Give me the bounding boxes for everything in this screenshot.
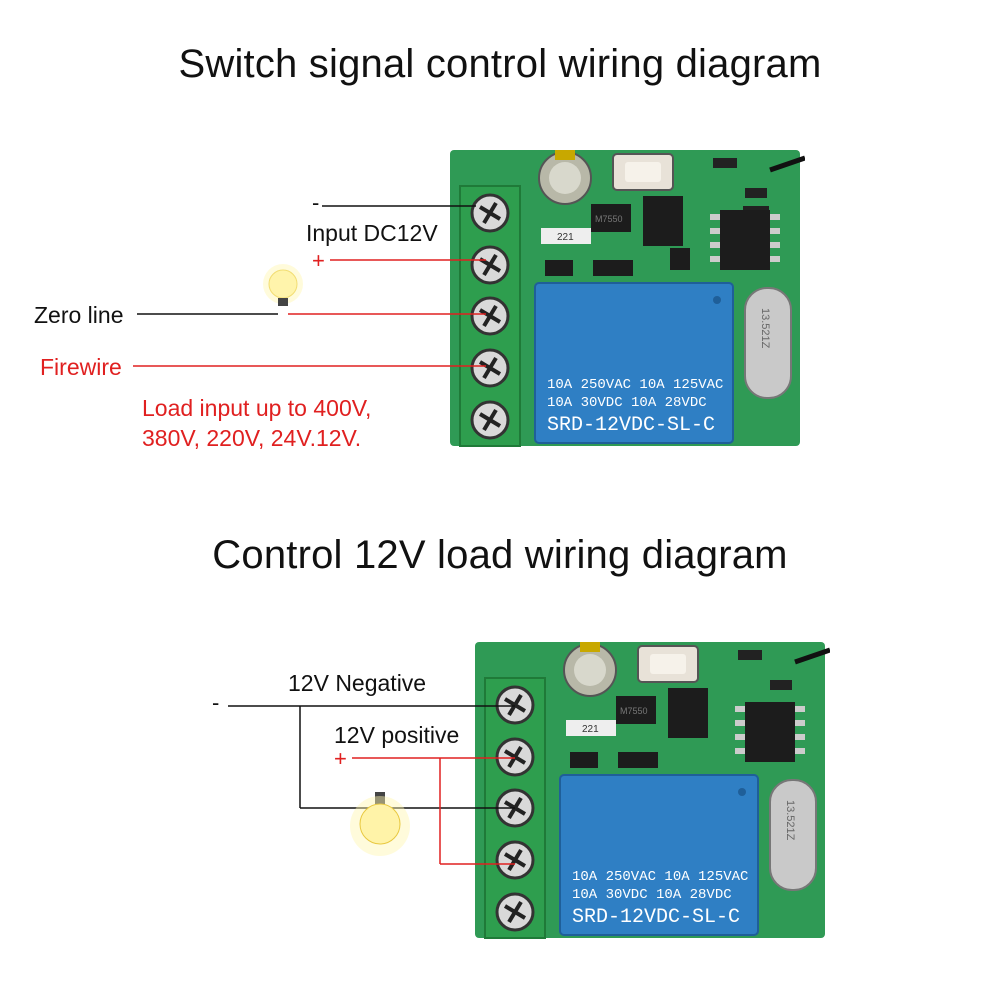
capacitor-top xyxy=(549,162,581,194)
relay-dot xyxy=(738,788,746,796)
resistor xyxy=(541,228,591,244)
transistor xyxy=(643,196,683,246)
negative-sign: - xyxy=(212,690,220,715)
regulator-chip xyxy=(616,696,656,724)
relay-model: SRD-12VDC-SL-C xyxy=(572,906,740,929)
regulator-chip xyxy=(591,204,631,232)
pair-button-cap xyxy=(650,654,686,674)
relay-rating-line1: 10A 250VAC 10A 125VAC xyxy=(572,869,748,885)
antenna-wire xyxy=(794,647,830,665)
load-note-line2: 380V, 220V, 24V.12V. xyxy=(142,425,362,451)
diode xyxy=(570,752,598,768)
pair-button-cap xyxy=(625,162,661,182)
negative-label: 12V Negative xyxy=(288,670,427,696)
relay xyxy=(534,282,734,444)
crystal-label: 13.521Z xyxy=(784,800,796,841)
zero-line-label: Zero line xyxy=(34,302,124,328)
relay-rating-line1: 10A 250VAC 10A 125VAC xyxy=(547,377,723,393)
relay-dot xyxy=(713,296,721,304)
diode xyxy=(545,260,573,276)
diagram2-title: Control 12V load wiring diagram xyxy=(212,533,788,577)
chip-label: M7550 xyxy=(595,214,623,224)
crystal-label: 13.521Z xyxy=(759,308,771,349)
input-negative-sign: - xyxy=(312,190,320,215)
ic-chip xyxy=(720,210,770,270)
positive-sign: + xyxy=(334,746,347,771)
smd-part xyxy=(670,248,690,270)
diode xyxy=(593,260,633,276)
light-bulb-icon xyxy=(350,792,410,856)
relay-rating-line2: 10A 30VDC 10A 28VDC xyxy=(572,887,732,903)
smd-part xyxy=(713,158,737,168)
smd-part xyxy=(738,650,762,660)
resistor-label: 221 xyxy=(557,232,574,243)
smd-part xyxy=(770,680,792,690)
crystal xyxy=(769,779,817,891)
ic-chip xyxy=(745,702,795,762)
transistor xyxy=(668,688,708,738)
antenna-wire xyxy=(769,155,805,173)
capacitor-band xyxy=(555,150,575,160)
smd-part xyxy=(745,188,767,198)
load-note-line1: Load input up to 400V, xyxy=(142,395,372,421)
input-positive-sign: + xyxy=(312,248,325,273)
capacitor-band xyxy=(580,642,600,652)
input-dc12v-label: Input DC12V xyxy=(306,220,438,246)
terminal-screws xyxy=(470,193,510,440)
terminal-screws xyxy=(495,685,535,932)
relay-module-board-2: 221 M7550 10A 250VAC 10A 125VAC 10A 30VD… xyxy=(475,642,830,939)
firewire-label: Firewire xyxy=(40,354,122,380)
relay-rating-line2: 10A 30VDC 10A 28VDC xyxy=(547,395,707,411)
positive-label: 12V positive xyxy=(334,722,460,748)
relay-model: SRD-12VDC-SL-C xyxy=(547,414,715,437)
ic-pins xyxy=(710,214,780,262)
relay-module-board-1: 221 M7550 10A 250VAC 10A 125VAC 10A 30VD… xyxy=(450,150,805,447)
diagram1-title: Switch signal control wiring diagram xyxy=(178,42,822,86)
chip-label: M7550 xyxy=(620,706,648,716)
resistor xyxy=(566,720,616,736)
light-bulb-icon xyxy=(263,264,303,306)
resistor-label: 221 xyxy=(582,724,599,735)
diode xyxy=(618,752,658,768)
capacitor-top xyxy=(574,654,606,686)
relay xyxy=(559,774,759,936)
crystal xyxy=(744,287,792,399)
ic-pins xyxy=(735,706,805,754)
